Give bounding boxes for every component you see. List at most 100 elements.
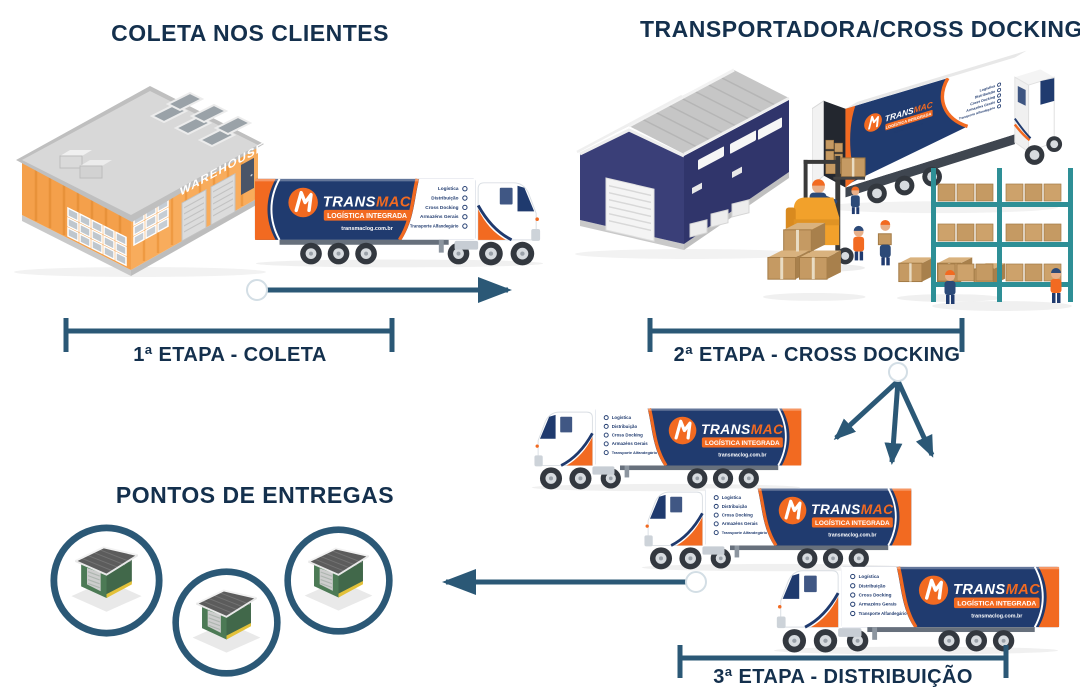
brand-tagline: LOGÍSTICA INTEGRADA bbox=[815, 518, 890, 527]
truck-cab bbox=[644, 491, 725, 570]
stage-label-1: 1ª ETAPA - COLETA bbox=[133, 344, 327, 366]
origin-warehouse-illustration: WAREHOUSE bbox=[10, 60, 270, 278]
services-list: Logística Distribuição Cross Docking Arm… bbox=[410, 186, 468, 229]
stage-label-3: 3ª ETAPA - DISTRIBUIÇÃO bbox=[713, 666, 973, 688]
svg-text:Armazéns Gerais: Armazéns Gerais bbox=[722, 521, 759, 526]
brand-tagline: LOGÍSTICA INTEGRADA bbox=[957, 599, 1036, 608]
truck-cab bbox=[534, 411, 615, 490]
pallet-boxes-illustration bbox=[760, 218, 908, 302]
rack-boxes bbox=[937, 183, 1062, 282]
flow-arrow-left bbox=[442, 569, 707, 595]
service-icon bbox=[713, 495, 719, 536]
svg-text:Logística: Logística bbox=[980, 84, 996, 93]
delivery-section-title: PONTOS DE ENTREGAS bbox=[115, 482, 395, 508]
svg-text:Transporte Alfandegário: Transporte Alfandegário bbox=[859, 611, 908, 616]
delivery-point-circle-3 bbox=[282, 524, 395, 637]
fanout-arrows bbox=[833, 362, 935, 465]
fleet-truck-1: TRANSMAC LOGÍSTICA INTEGRADA transmaclog… bbox=[528, 402, 804, 492]
svg-text:Distribuição: Distribuição bbox=[975, 89, 996, 99]
entry-door bbox=[241, 157, 254, 195]
rack-frame bbox=[931, 168, 1073, 302]
service-icon bbox=[997, 82, 1002, 109]
trailer-wheels bbox=[600, 468, 759, 489]
svg-text:Armazéns Gerais: Armazéns Gerais bbox=[420, 214, 459, 219]
svg-text:Logística: Logística bbox=[722, 495, 742, 500]
svg-text:Cross Docking: Cross Docking bbox=[970, 95, 995, 107]
brand-text: TRANSMAC bbox=[811, 502, 894, 517]
crossdock-section-title: TRANSPORTADORA/CROSS DOCKING bbox=[640, 16, 1080, 42]
svg-text:Distribuição: Distribuição bbox=[722, 504, 748, 509]
green-warehouse-icon bbox=[71, 546, 142, 612]
svg-text:Distribuição: Distribuição bbox=[612, 424, 638, 429]
svg-text:Cross Docking: Cross Docking bbox=[722, 512, 753, 517]
green-warehouse-icon bbox=[304, 547, 373, 611]
pickup-section-title: COLETA NOS CLIENTES bbox=[111, 20, 389, 46]
svg-text:Armazéns Gerais: Armazéns Gerais bbox=[612, 441, 649, 446]
transmac-truck-right: TRANSMAC LOGÍSTICA INTEGRADA transmaclog… bbox=[252, 172, 547, 268]
trailer-wheels bbox=[846, 630, 1015, 652]
brand-tagline: LOGÍSTICA INTEGRADA bbox=[327, 211, 407, 220]
delivery-point-circle-1 bbox=[48, 522, 165, 639]
brand-text: TRANSMAC bbox=[323, 194, 411, 210]
brand-website: transmaclog.com.br bbox=[828, 532, 876, 538]
skylights bbox=[149, 91, 253, 148]
transmac-logo-icon bbox=[288, 187, 318, 218]
svg-text:Armazéns Gerais: Armazéns Gerais bbox=[859, 602, 897, 607]
svg-text:Cross Docking: Cross Docking bbox=[859, 592, 892, 597]
transmac-logo-icon bbox=[668, 416, 697, 445]
storage-racks-illustration bbox=[928, 150, 1078, 315]
transmac-logo-icon bbox=[918, 575, 949, 605]
transmac-logo-icon bbox=[778, 496, 807, 525]
services-list: Logística Distribuição Cross Docking Arm… bbox=[850, 573, 908, 617]
services-list: Logística Distribuição Cross Docking Arm… bbox=[713, 495, 768, 536]
brand-text: TRANSMAC bbox=[953, 582, 1040, 598]
brand-website: transmaclog.com.br bbox=[971, 613, 1022, 619]
brand-website: transmaclog.com.br bbox=[341, 226, 393, 232]
windows bbox=[692, 117, 782, 194]
green-warehouse-icon bbox=[192, 589, 261, 653]
svg-text:Transporte Alfandegário: Transporte Alfandegário bbox=[722, 530, 768, 535]
service-icon bbox=[603, 415, 609, 456]
fleet-truck-2: TRANSMAC LOGÍSTICA INTEGRADA transmaclog… bbox=[638, 482, 914, 572]
flow-arrow-right bbox=[246, 277, 512, 303]
svg-text:Logística: Logística bbox=[438, 186, 459, 191]
truck-cab bbox=[1013, 69, 1063, 165]
warehouse-windows bbox=[67, 206, 127, 267]
service-icon bbox=[850, 573, 856, 617]
truck-cab bbox=[454, 182, 541, 266]
open-door bbox=[812, 99, 825, 187]
delivery-point-circle-2 bbox=[170, 566, 283, 679]
svg-text:Distribuição: Distribuição bbox=[431, 196, 458, 201]
roof-units bbox=[59, 150, 112, 179]
crossdock-warehouse-illustration bbox=[572, 60, 822, 265]
garage-door bbox=[181, 188, 207, 242]
svg-text:Logística: Logística bbox=[612, 415, 632, 420]
svg-text:Distribuição: Distribuição bbox=[859, 583, 886, 588]
dock-door bbox=[605, 177, 655, 242]
stage-label-2: 2ª ETAPA - CROSS DOCKING bbox=[673, 344, 961, 366]
worker-figure bbox=[877, 219, 892, 266]
ac-units bbox=[689, 199, 750, 238]
svg-text:Transporte Alfandegário: Transporte Alfandegário bbox=[612, 450, 658, 455]
worker-figure bbox=[944, 270, 956, 304]
box-stack bbox=[767, 222, 841, 280]
forklift-mast bbox=[835, 155, 841, 255]
trailer-wheels bbox=[300, 242, 470, 265]
svg-text:Cross Docking: Cross Docking bbox=[612, 432, 643, 437]
service-icon bbox=[462, 186, 468, 229]
svg-text:Cross Docking: Cross Docking bbox=[425, 205, 458, 210]
brand-tagline: LOGÍSTICA INTEGRADA bbox=[705, 438, 780, 447]
brand-website: transmaclog.com.br bbox=[718, 452, 766, 458]
worker-figure bbox=[853, 225, 865, 261]
services-list: Logística Distribuição Cross Docking Arm… bbox=[603, 415, 658, 456]
worker-figure bbox=[1050, 268, 1062, 303]
garage-door bbox=[210, 172, 236, 226]
fleet-truck-3: TRANSMAC LOGÍSTICA INTEGRADA transmaclog… bbox=[770, 560, 1062, 655]
trailer-wheels bbox=[867, 166, 942, 204]
docked-truck-illustration: TRANSMAC LOGÍSTICA INTEGRADA transmaclog… bbox=[812, 26, 1068, 218]
svg-text:Transporte Alfandegário: Transporte Alfandegário bbox=[410, 224, 459, 229]
warehouse-base bbox=[22, 215, 131, 276]
brand-text: TRANSMAC bbox=[701, 422, 784, 437]
svg-text:Logística: Logística bbox=[859, 574, 880, 579]
